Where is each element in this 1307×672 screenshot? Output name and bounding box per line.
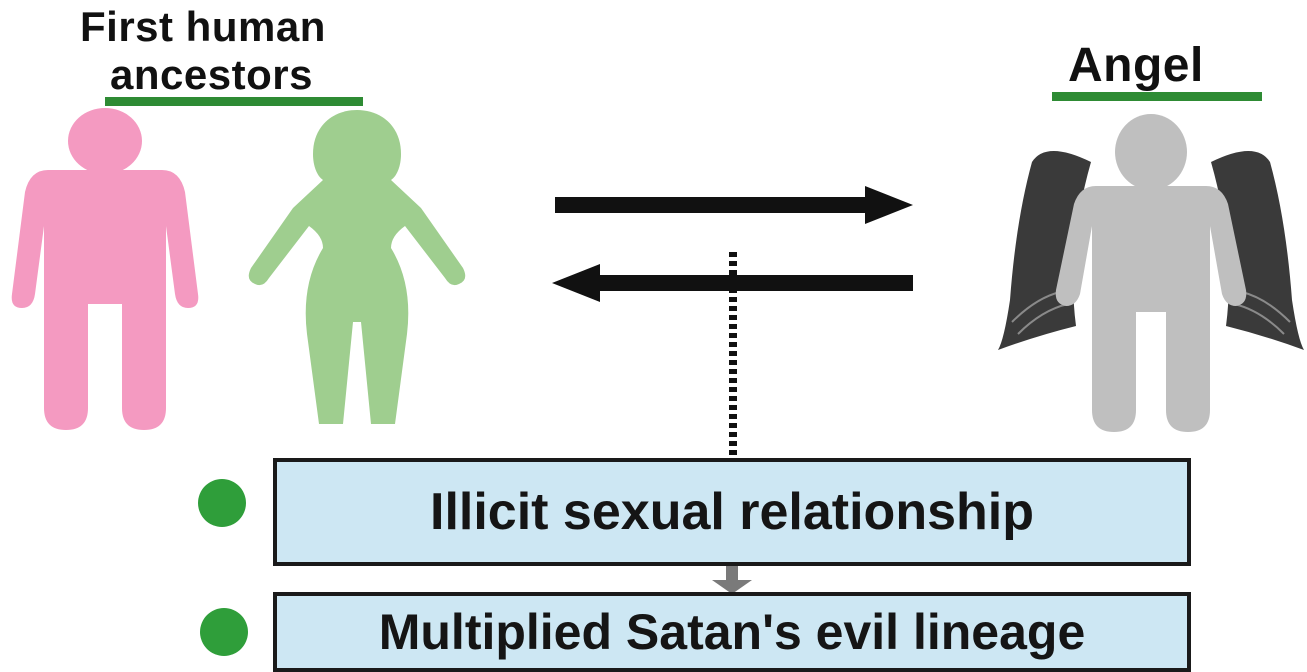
bullet-dot-2	[200, 608, 248, 656]
bullet-dot-1	[198, 479, 246, 527]
man-figure-icon	[11, 108, 199, 430]
angel-title: Angel	[1068, 39, 1204, 92]
arrow-right-shaft	[555, 197, 870, 213]
human-title-underline	[105, 97, 363, 106]
human-ancestors-title-line2: ancestors	[110, 51, 313, 98]
down-arrow-head	[712, 580, 752, 594]
woman-figure-icon	[248, 110, 466, 424]
illicit-relationship-box: Illicit sexual relationship	[273, 458, 1191, 566]
arrow-left-shaft	[595, 275, 913, 291]
evil-lineage-box: Multiplied Satan's evil lineage	[273, 592, 1191, 672]
down-arrow-shaft	[726, 566, 738, 582]
winged-angel-icon	[998, 114, 1304, 432]
arrow-right-head	[865, 186, 913, 224]
arrow-left-head	[552, 264, 600, 302]
angel-title-underline	[1052, 92, 1262, 101]
human-ancestors-title-line1: First human	[80, 3, 326, 50]
